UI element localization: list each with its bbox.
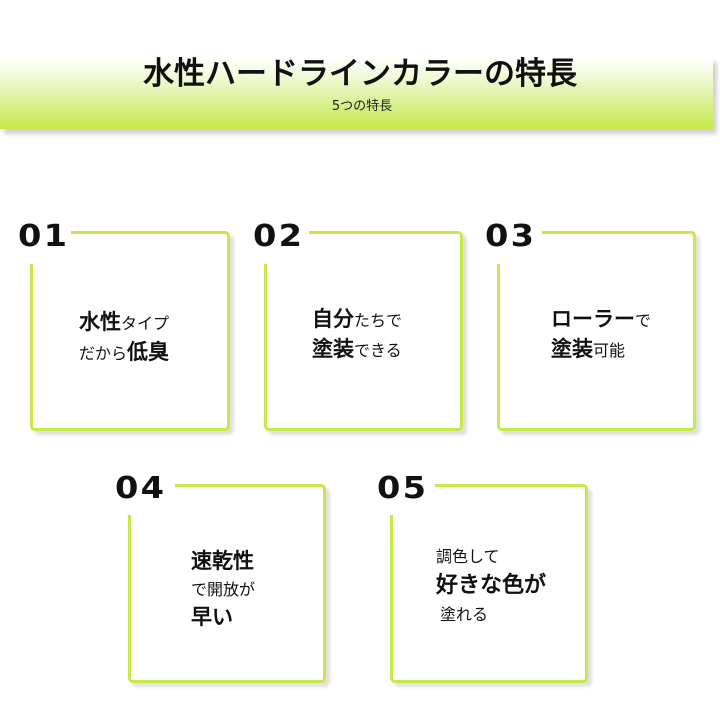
feature-text-normal: だから [79,344,128,363]
feature-text: ローラーで 塗装可能 [551,309,651,360]
border-gap [389,483,395,515]
feature-line: ローラーで [551,309,651,330]
feature-line: 調色して [436,549,546,565]
header-band [0,57,713,129]
feature-line: 速乾性 [191,551,255,572]
feature-text: 速乾性 で開放が 早い [191,551,255,628]
border-gap [389,483,435,489]
feature-line: 早い [191,607,255,628]
feature-number-01: 01 [18,219,70,254]
feature-text: 自分たちで 塗装できる [312,309,402,360]
feature-number-04: 04 [115,471,167,506]
feature-text-normal: 塗れる [440,605,489,624]
feature-card-04: 速乾性 で開放が 早い [127,483,326,683]
feature-text-bold: 自分 [312,307,354,331]
border-gap [496,230,502,264]
page-subtitle: 5つの特長 [331,99,393,114]
feature-text-bold: 塗装 [312,337,354,361]
feature-line: 自分たちで [312,309,402,330]
border-gap [263,230,309,236]
feature-card-02: 自分たちで 塗装できる [263,230,463,431]
feature-text-normal: で [635,311,652,330]
border-gap [127,483,133,515]
border-gap [127,483,175,489]
feature-text-normal: できる [354,341,402,360]
feature-text-normal: タイプ [121,314,170,333]
feature-text: 水性タイプ だから低臭 [79,312,169,363]
feature-text-bold: 塗装 [551,337,593,361]
feature-card-05: 調色して 好きな色が 塗れる [389,483,588,683]
page-title: 水性ハードラインカラーの特長 [143,56,577,92]
feature-text-bold: 早い [191,605,233,629]
feature-text: 調色して 好きな色が 塗れる [436,549,546,623]
feature-line: で開放が [191,582,255,598]
feature-line: 塗れる [436,607,546,623]
feature-text-normal: 可能 [593,341,626,360]
feature-text-bold: 水性 [79,310,121,334]
feature-card-03: ローラーで 塗装可能 [496,230,696,431]
feature-card-01: 水性タイプ だから低臭 [29,230,230,431]
feature-text-normal: で開放が [191,580,256,599]
feature-number-05: 05 [377,471,429,506]
feature-text-bold: 速乾性 [191,549,254,573]
feature-line: 塗装できる [312,339,402,360]
feature-line: 塗装可能 [551,339,651,360]
feature-line: だから低臭 [79,342,169,363]
feature-text-normal: たちで [354,311,403,330]
border-gap [29,230,71,236]
feature-line: 水性タイプ [79,312,169,333]
border-gap [496,230,542,236]
border-gap [29,230,35,264]
feature-text-bold: ローラー [551,307,635,331]
feature-text-normal: 調色して [436,547,500,566]
border-gap [263,230,269,264]
feature-text-bold: 好きな色が [436,573,547,598]
feature-number-03: 03 [485,219,537,254]
feature-number-02: 02 [253,219,305,254]
feature-text-bold: 低臭 [127,340,170,364]
feature-line: 好きな色が [436,575,546,597]
